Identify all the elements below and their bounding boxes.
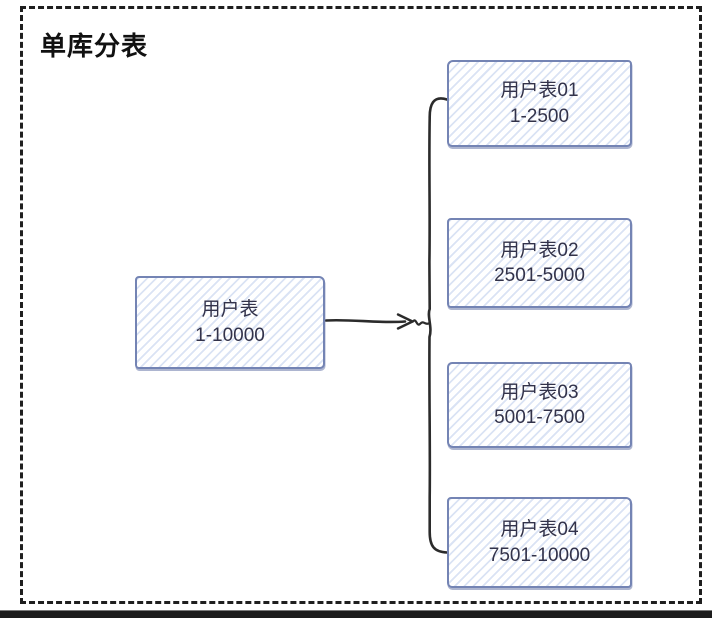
node-range: 1-2500 bbox=[509, 105, 570, 127]
node-range: 7501-10000 bbox=[488, 544, 591, 566]
node-range: 5001-7500 bbox=[494, 407, 585, 428]
node-shard-04: 用户表04 7501-10000 bbox=[447, 497, 632, 588]
node-label: 用户表 bbox=[201, 299, 259, 321]
node-label: 用户表01 bbox=[500, 80, 579, 102]
node-label: 用户表03 bbox=[500, 381, 579, 403]
node-shard-02: 用户表02 2501-5000 bbox=[447, 218, 632, 308]
node-range: 2501-5000 bbox=[494, 265, 585, 286]
node-shard-03: 用户表03 5001-7500 bbox=[447, 362, 632, 448]
node-source-table: 用户表 1-10000 bbox=[135, 276, 325, 369]
diagram-title: 单库分表 bbox=[40, 31, 149, 61]
dashed-border-frame bbox=[20, 6, 702, 604]
node-shard-01: 用户表01 1-2500 bbox=[447, 60, 632, 147]
node-label: 用户表04 bbox=[500, 519, 579, 541]
node-label: 用户表02 bbox=[500, 239, 579, 261]
node-range: 1-10000 bbox=[195, 324, 265, 346]
window-bottom-edge bbox=[0, 610, 712, 618]
